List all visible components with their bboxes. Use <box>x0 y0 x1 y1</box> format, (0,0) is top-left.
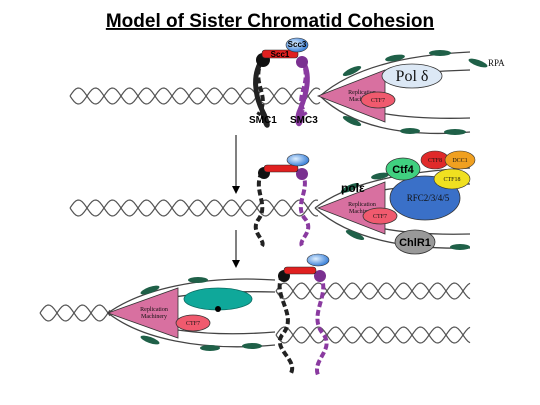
ctf4-label: Ctf4 <box>392 164 414 176</box>
ctf4-ellipse <box>385 157 421 181</box>
ctf7-ellipse <box>360 91 396 109</box>
rpa-label: RPA <box>488 58 505 68</box>
smc3-label: SMC3 <box>290 115 318 126</box>
scc3-label: Scc3 <box>288 40 307 49</box>
dna-helix <box>69 199 319 217</box>
ctf18-label: CTF18 <box>443 177 460 183</box>
pol-epsilon-label: polε <box>341 181 365 195</box>
step-arrow-2 <box>232 230 240 268</box>
replication-machinery <box>106 287 179 339</box>
histone-group <box>140 277 262 351</box>
ctf18-ellipse <box>433 168 471 190</box>
chl1-ellipse <box>394 229 436 255</box>
dcc1-label: DCC1 <box>452 158 467 164</box>
scc3-ellipse <box>306 253 330 267</box>
ctf7-label: CTF7 <box>371 98 385 104</box>
ctf7-label: CTF7 <box>373 214 387 220</box>
scc1-bar <box>261 49 299 59</box>
sister-helix-top <box>275 282 471 300</box>
ctf8-label: CTF8 <box>428 158 442 164</box>
ctf7-label: CTF7 <box>186 321 200 327</box>
scc3-ellipse <box>286 153 310 167</box>
step-arrow-1 <box>232 135 240 194</box>
diagram-title: Model of Sister Chromatid Cohesion <box>106 11 434 32</box>
smc1-label: SMC1 <box>249 115 277 126</box>
pol-delta-ellipse <box>381 63 443 89</box>
pol-delta-label: Pol δ <box>396 68 429 85</box>
cohesin-complex <box>277 253 330 377</box>
dna-helix <box>39 304 111 322</box>
histone-group <box>342 50 488 135</box>
cohesin-complex <box>253 37 310 128</box>
sister-helix-bottom <box>275 326 471 344</box>
chl1-label: ChlR1 <box>399 237 431 249</box>
ctf7-ellipse <box>175 314 211 332</box>
dcc1-ellipse <box>444 150 476 170</box>
ring-hinge <box>215 306 221 312</box>
ctf7-ellipse <box>362 207 398 225</box>
rfc-label: RFC2/3/4/5 <box>407 193 450 203</box>
histone-group <box>340 172 470 253</box>
dna-helix <box>69 87 321 105</box>
scc1-label: Scc1 <box>271 50 290 59</box>
scc3-ellipse <box>285 37 309 53</box>
cohesin-complex <box>253 153 311 248</box>
